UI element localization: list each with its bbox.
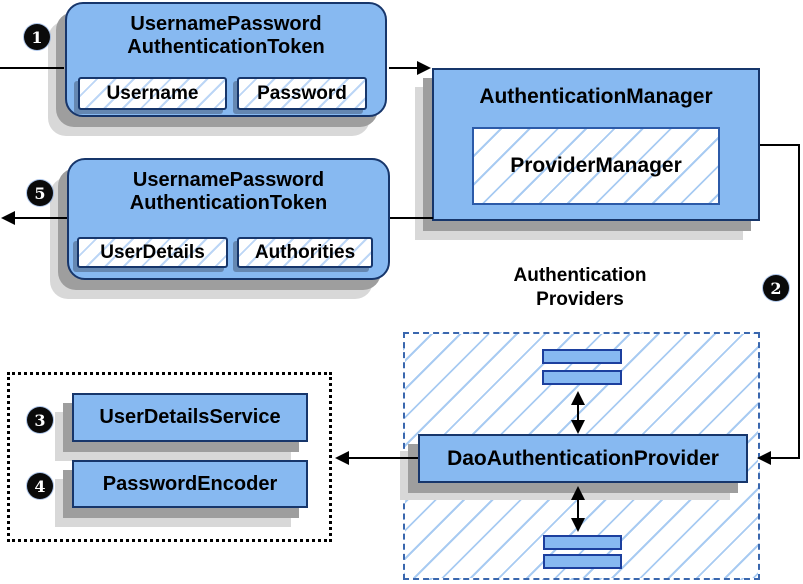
step-4-badge: 4 xyxy=(27,473,53,499)
provider-manager-node: ProviderManager xyxy=(472,127,720,205)
token-result-node: UsernamePassword AuthenticationToken Use… xyxy=(67,158,390,280)
field-authorities: Authorities xyxy=(237,237,373,268)
step-5-badge: 5 xyxy=(27,180,53,206)
provider-placeholder-bar-2 xyxy=(542,370,622,385)
provider-placeholder-bar-1 xyxy=(542,349,622,364)
step-1-badge: 1 xyxy=(24,24,50,50)
arrow-manager-to-provider xyxy=(757,144,800,465)
authentication-manager-title: AuthenticationManager xyxy=(479,85,713,108)
user-details-service-node: UserDetailsService xyxy=(72,393,308,442)
token-request-title: UsernamePassword AuthenticationToken xyxy=(67,13,385,59)
provider-placeholder-bar-4 xyxy=(543,554,622,569)
password-encoder-node: PasswordEncoder xyxy=(72,460,308,508)
field-username: Username xyxy=(78,77,227,110)
step-3-badge: 3 xyxy=(27,407,53,433)
field-password: Password xyxy=(237,77,367,110)
authentication-manager-node: AuthenticationManager ProviderManager xyxy=(432,68,760,221)
token-request-title-line1: UsernamePassword xyxy=(130,13,322,35)
token-request-node: UsernamePassword AuthenticationToken Use… xyxy=(65,2,387,117)
provider-placeholder-bar-3 xyxy=(543,535,622,550)
token-result-title-line1: UsernamePassword xyxy=(132,169,325,191)
collaborators-group xyxy=(7,372,332,542)
token-result-title: UsernamePassword AuthenticationToken xyxy=(69,169,388,215)
token-result-title-line2: AuthenticationToken xyxy=(129,192,328,214)
token-request-title-line2: AuthenticationToken xyxy=(127,36,325,58)
arrow-result-token-out xyxy=(1,211,67,225)
arrow-token-to-manager xyxy=(389,61,431,75)
authentication-providers-label: Authentication Providers xyxy=(430,264,730,312)
authentication-providers-label-line2: Providers xyxy=(536,289,624,310)
dao-authentication-provider-node: DaoAuthenticationProvider xyxy=(418,434,748,483)
step-2-badge: 2 xyxy=(763,275,789,301)
authentication-providers-label-line1: Authentication xyxy=(513,265,647,286)
field-userdetails: UserDetails xyxy=(77,237,228,268)
